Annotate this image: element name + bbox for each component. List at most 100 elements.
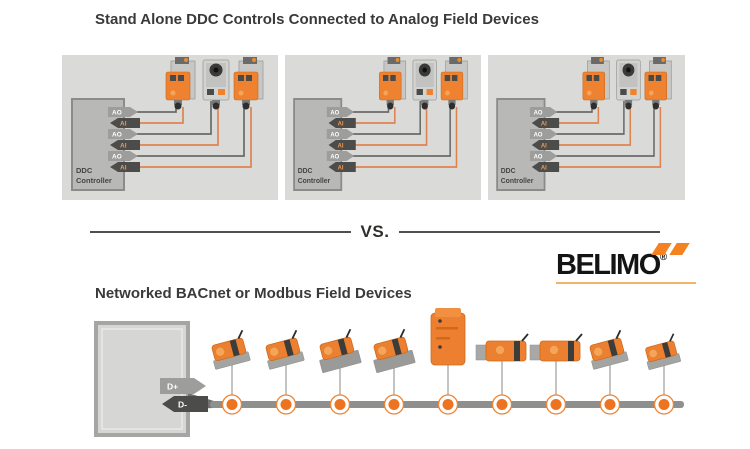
svg-text:AO: AO — [330, 153, 339, 160]
ao-wire — [136, 101, 245, 157]
ai-wire — [555, 107, 632, 146]
network-diagram: D+ D- — [60, 305, 690, 445]
networked-linear-actuator — [475, 333, 529, 362]
belimo-wordmark: BELIMO® — [556, 249, 668, 281]
ao-tag: AO — [529, 107, 558, 117]
ddc-label-line1: DDC — [298, 167, 313, 175]
ai-tag: AI — [531, 118, 560, 128]
ai-wire — [136, 107, 184, 124]
ddc-label-line2: Controller — [501, 177, 534, 185]
bus-node — [329, 394, 351, 415]
logo-slash-icon — [651, 243, 672, 255]
svg-text:AO: AO — [112, 154, 122, 161]
networked-vav-controller — [430, 308, 466, 366]
damper-actuator — [165, 57, 196, 110]
ao-wire — [136, 101, 212, 135]
svg-text:AI: AI — [541, 164, 547, 171]
ai-tag: AI — [110, 140, 140, 150]
divider-line-left — [90, 231, 351, 233]
svg-text:AI: AI — [120, 143, 127, 150]
svg-text:AI: AI — [338, 120, 344, 127]
damper-actuator — [644, 57, 672, 110]
svg-text:AO: AO — [112, 110, 122, 117]
ai-wire — [136, 107, 252, 168]
vs-label: VS. — [360, 222, 390, 241]
ao-tag: AO — [326, 151, 354, 161]
analog-panel-2: AO AI AO AI AO AI DDC Controller — [285, 55, 481, 200]
ddc-label-line2: Controller — [76, 176, 112, 185]
svg-text:AO: AO — [534, 109, 543, 116]
ai-tag: AI — [328, 162, 356, 172]
network-section-title: Networked BACnet or Modbus Field Devices — [95, 285, 412, 302]
ai-tag: AI — [531, 162, 560, 172]
ai-wire — [555, 107, 662, 168]
analog-panel-3: AO AI AO AI AO AI DDC Controller — [488, 55, 685, 200]
svg-text:AI: AI — [338, 164, 344, 171]
networked-damper-actuator — [366, 327, 417, 374]
ai-wire — [555, 107, 600, 124]
d-plus-tag: D+ — [160, 378, 206, 394]
ao-tag: AO — [529, 129, 558, 139]
ao-tag: AO — [326, 107, 354, 117]
analog-panel-1: AO AI AO AI AO AI DDC Controller — [62, 55, 278, 200]
divider-line-right — [399, 231, 660, 233]
ao-wire — [352, 101, 451, 157]
bus-node — [599, 394, 621, 415]
svg-text:D+: D+ — [167, 382, 178, 392]
bus-node — [383, 394, 405, 415]
svg-text:AO: AO — [112, 132, 122, 139]
ai-tag: AI — [110, 118, 140, 128]
networked-damper-actuator — [260, 329, 306, 371]
registered-mark: ® — [659, 252, 668, 263]
bus-node — [545, 394, 567, 415]
ao-tag: AO — [108, 151, 138, 161]
svg-text:D-: D- — [178, 400, 187, 410]
ao-tag: AO — [108, 107, 138, 117]
ai-tag: AI — [328, 118, 356, 128]
svg-text:AO: AO — [534, 153, 543, 160]
svg-text:AO: AO — [330, 109, 339, 116]
networked-linear-actuator — [529, 333, 583, 362]
ddc-label-line2: Controller — [298, 177, 331, 185]
rotary-actuator — [616, 59, 641, 110]
ddc-label-line1: DDC — [501, 167, 516, 175]
networked-damper-actuator — [312, 327, 363, 374]
belimo-logo: BELIMO® — [556, 243, 702, 284]
bus-node — [491, 394, 513, 415]
ddc-label-line1: DDC — [76, 166, 93, 175]
ai-tag: AI — [531, 140, 560, 150]
svg-text:AI: AI — [541, 142, 547, 149]
ao-wire — [555, 101, 655, 157]
damper-actuator — [379, 57, 407, 110]
rotary-actuator — [202, 59, 230, 110]
svg-text:AI: AI — [120, 165, 127, 172]
ai-wire — [352, 107, 396, 124]
ai-wire — [136, 107, 219, 146]
svg-text:AI: AI — [541, 120, 547, 127]
belimo-slashes-icon — [651, 243, 690, 255]
rotary-actuator — [412, 59, 437, 110]
damper-actuator — [582, 57, 610, 110]
d-minus-tag: D- — [162, 396, 208, 412]
logo-underline — [556, 282, 696, 284]
ao-wire — [352, 101, 421, 135]
ao-tag: AO — [326, 129, 354, 139]
ao-wire — [555, 101, 625, 135]
svg-text:AO: AO — [534, 131, 543, 138]
bus-node — [221, 394, 243, 415]
vs-divider: VS. — [90, 222, 660, 242]
damper-actuator — [440, 57, 468, 110]
networked-damper-actuator — [584, 329, 630, 371]
ai-wire — [352, 107, 458, 168]
svg-text:AO: AO — [330, 131, 339, 138]
bus-node — [653, 394, 675, 415]
svg-text:AI: AI — [120, 121, 127, 128]
ao-tag: AO — [529, 151, 558, 161]
networked-damper-actuator — [206, 329, 252, 371]
ai-tag: AI — [328, 140, 356, 150]
analog-section-title: Stand Alone DDC Controls Connected to An… — [95, 11, 539, 28]
bus-node — [437, 394, 459, 415]
damper-actuator — [233, 57, 264, 110]
svg-text:AI: AI — [338, 142, 344, 149]
bus-node — [275, 394, 297, 415]
